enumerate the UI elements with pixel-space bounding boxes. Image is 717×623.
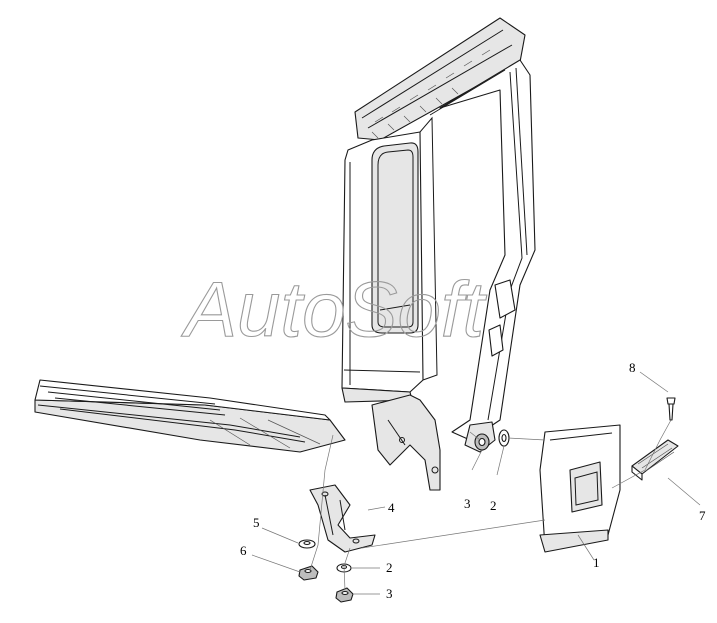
door-frame-assembly (341, 17, 536, 491)
callout-2-lower: 2 (386, 560, 393, 575)
bracket-4 (309, 484, 376, 553)
callout-3-lower: 3 (386, 586, 393, 601)
watermark-logo: AutoSoft (181, 265, 488, 353)
callout-7: 7 (699, 508, 706, 523)
washer-5 (298, 539, 316, 549)
nut-3-lower (335, 587, 354, 603)
callout-4: 4 (388, 500, 395, 515)
callout-6: 6 (240, 543, 247, 558)
callout-3-upper: 3 (464, 496, 471, 511)
step-tread-7 (631, 439, 679, 481)
washer-2-upper (498, 429, 510, 447)
callout-5: 5 (253, 515, 260, 530)
callout-2-upper: 2 (490, 498, 497, 513)
nut-6 (298, 565, 319, 581)
callout-8: 8 (629, 360, 636, 375)
leader-lines (251, 371, 701, 595)
callouts: 1 2 2 3 3 4 5 6 7 8 (240, 360, 706, 601)
step-cover-1 (539, 424, 621, 553)
floor-panel (34, 379, 346, 453)
callout-1: 1 (593, 555, 600, 570)
bolt-8 (666, 397, 676, 421)
nut-3-upper (474, 433, 490, 451)
